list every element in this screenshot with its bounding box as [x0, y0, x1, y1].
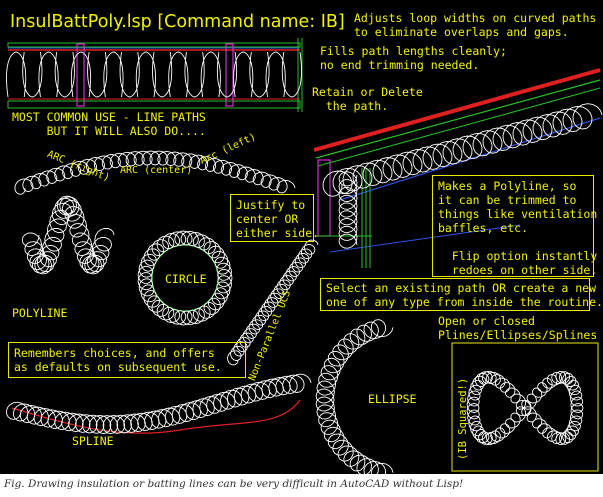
spline-path — [11, 399, 301, 434]
remembers-box: Remembers choices, and offers as default… — [8, 342, 246, 378]
label-circle: CIRCLE — [165, 272, 207, 286]
note-adjust-loops: Adjusts loop widths on curved paths to e… — [354, 11, 597, 39]
label-ib-squared: (IB Squared!) — [457, 377, 469, 460]
label-arc-center: ARC (center) — [120, 165, 193, 176]
note-retain-delete: Retain or Delete the path. — [312, 85, 423, 113]
label-polyline: POLYLINE — [12, 306, 68, 320]
cad-drawing-canvas[interactable]: InsulBattPoly.lsp [Command name: IB] Adj… — [0, 0, 603, 474]
polyline-info-box: Makes a Polyline, so it can be trimmed t… — [432, 175, 598, 277]
note-remembers: Remembers choices, and offers as default… — [14, 346, 222, 374]
ib-squared-box — [451, 342, 599, 472]
wall-section-top — [7, 38, 303, 112]
label-ellipse: ELLIPSE — [368, 392, 417, 406]
note-justify: Justify to center OR either side. — [236, 198, 320, 240]
insulation-drawing — [6, 38, 603, 474]
note-open-closed: Open or closed Plines/Ellipses/Splines — [438, 314, 598, 342]
note-polyline: Makes a Polyline, so it can be trimmed t… — [438, 179, 598, 277]
insulation-loops — [6, 51, 603, 474]
figure-caption: Fig. Drawing insulation or batting lines… — [4, 478, 464, 490]
note-select-path: Select an existing path OR create a new … — [326, 281, 603, 309]
label-spline: SPLINE — [72, 434, 114, 448]
justify-box: Justify to center OR either side. — [230, 194, 319, 242]
select-path-box: Select an existing path OR create a new … — [320, 278, 603, 311]
note-fills-paths: Fills path lengths cleanly; no end trimm… — [320, 44, 507, 72]
note-most-common: MOST COMMON USE - LINE PATHS BUT IT WILL… — [12, 110, 206, 138]
page-title: InsulBattPoly.lsp [Command name: IB] — [10, 12, 345, 32]
